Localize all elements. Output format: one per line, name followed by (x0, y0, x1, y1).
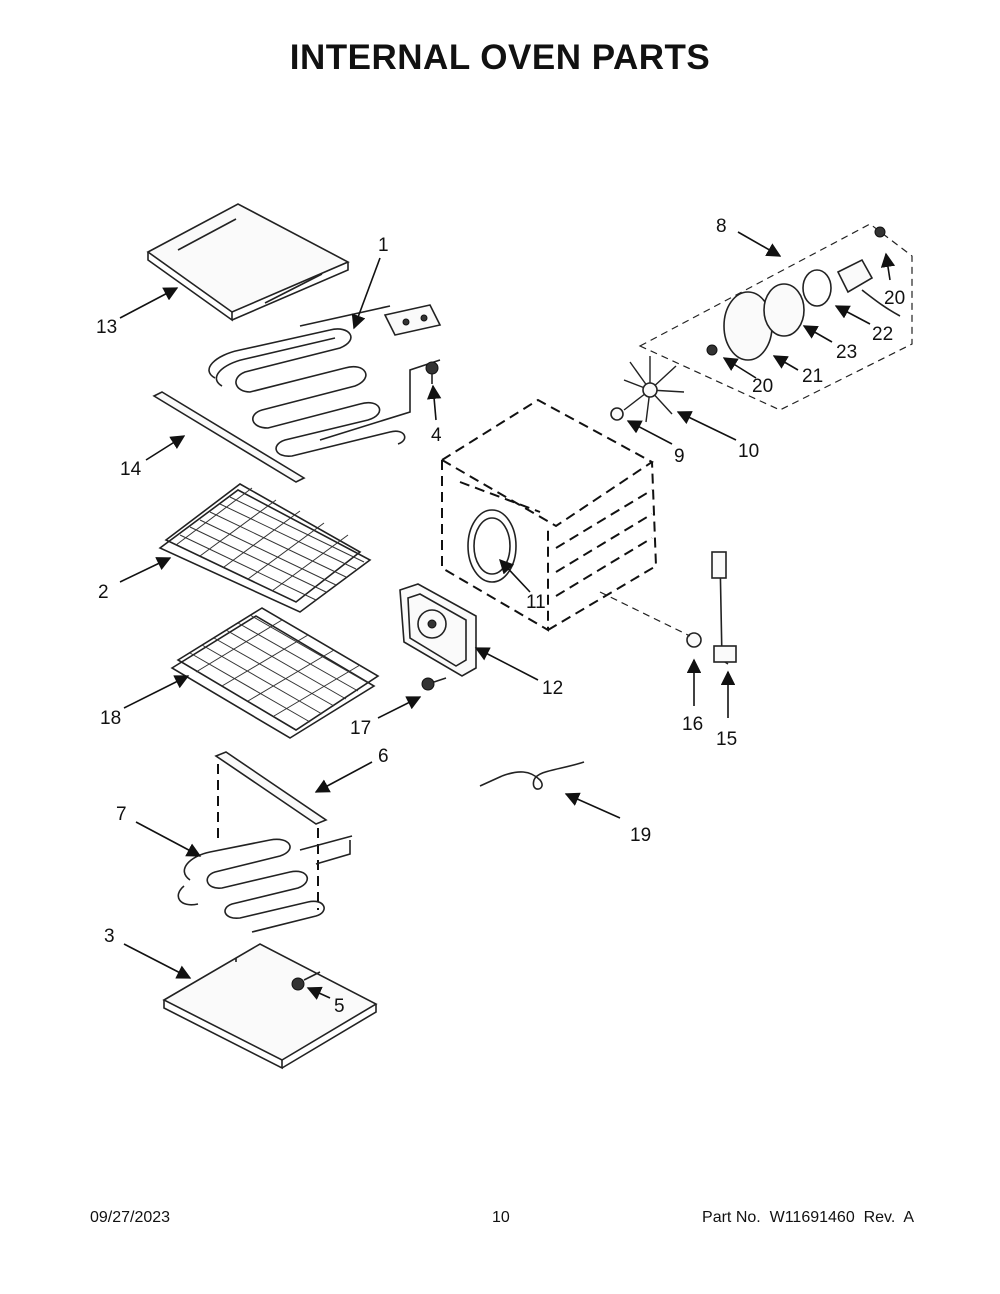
part-14-rail (152, 391, 306, 483)
part-17-screw (421, 677, 447, 691)
callout-10: 10 (738, 441, 759, 462)
callout-11: 11 (526, 592, 546, 613)
part-6-bracket (214, 751, 328, 910)
part-9-nut (610, 407, 624, 421)
callout-18: 18 (100, 708, 121, 729)
callout-4: 4 (431, 425, 442, 446)
part-12-fan-cover (399, 583, 477, 677)
part-3-bottom-panel (162, 943, 378, 1070)
callout-9: 9 (674, 446, 685, 467)
part-10-fan-blade (623, 356, 685, 423)
part-5-screw (291, 971, 321, 991)
callout-15: 15 (716, 729, 737, 750)
callout-5: 5 (334, 996, 345, 1017)
leader-lines (119, 231, 896, 1000)
part-8-convection-assembly (638, 223, 913, 411)
footer-date: 09/27/2023 (90, 1209, 171, 1226)
callout-14: 14 (120, 459, 142, 480)
footer-part-number: Part No. W11691460 Rev. A (702, 1209, 914, 1226)
callout-16: 16 (682, 714, 703, 735)
callout-13: 13 (96, 317, 117, 338)
part-18-gliding-rack (170, 607, 380, 739)
part-7-bake-element (177, 835, 353, 933)
footer-page-number: 10 (492, 1209, 510, 1226)
part-16-spacer (686, 632, 702, 648)
part-2-oven-rack (158, 483, 372, 613)
oven-cavity (440, 398, 658, 632)
callout-12: 12 (542, 678, 563, 699)
part-15-sensor (711, 551, 737, 665)
callout-19: 19 (630, 825, 651, 846)
part-19-meat-probe (479, 761, 585, 790)
callout-23: 23 (836, 342, 857, 363)
part-1-broil-element (208, 304, 442, 457)
assembly-guide-line (599, 591, 691, 637)
callout-1: 1 (378, 235, 389, 256)
callout-7: 7 (116, 804, 127, 825)
callout-6: 6 (378, 746, 389, 767)
callout-3: 3 (104, 926, 115, 947)
part-4-screw (425, 361, 439, 384)
callout-2: 2 (98, 582, 109, 603)
part-13-top-panel (146, 203, 350, 322)
callout-21: 21 (802, 366, 823, 387)
callout-8: 8 (716, 216, 727, 237)
callout-labels: 1 13 4 14 2 18 6 7 3 5 17 12 11 9 10 8 2… (96, 216, 905, 1017)
page-title: INTERNAL OVEN PARTS (289, 38, 711, 77)
callout-17: 17 (350, 718, 371, 739)
callout-22: 22 (872, 324, 893, 345)
callout-20-upper: 20 (884, 288, 905, 309)
callout-20-lower: 20 (752, 376, 773, 397)
